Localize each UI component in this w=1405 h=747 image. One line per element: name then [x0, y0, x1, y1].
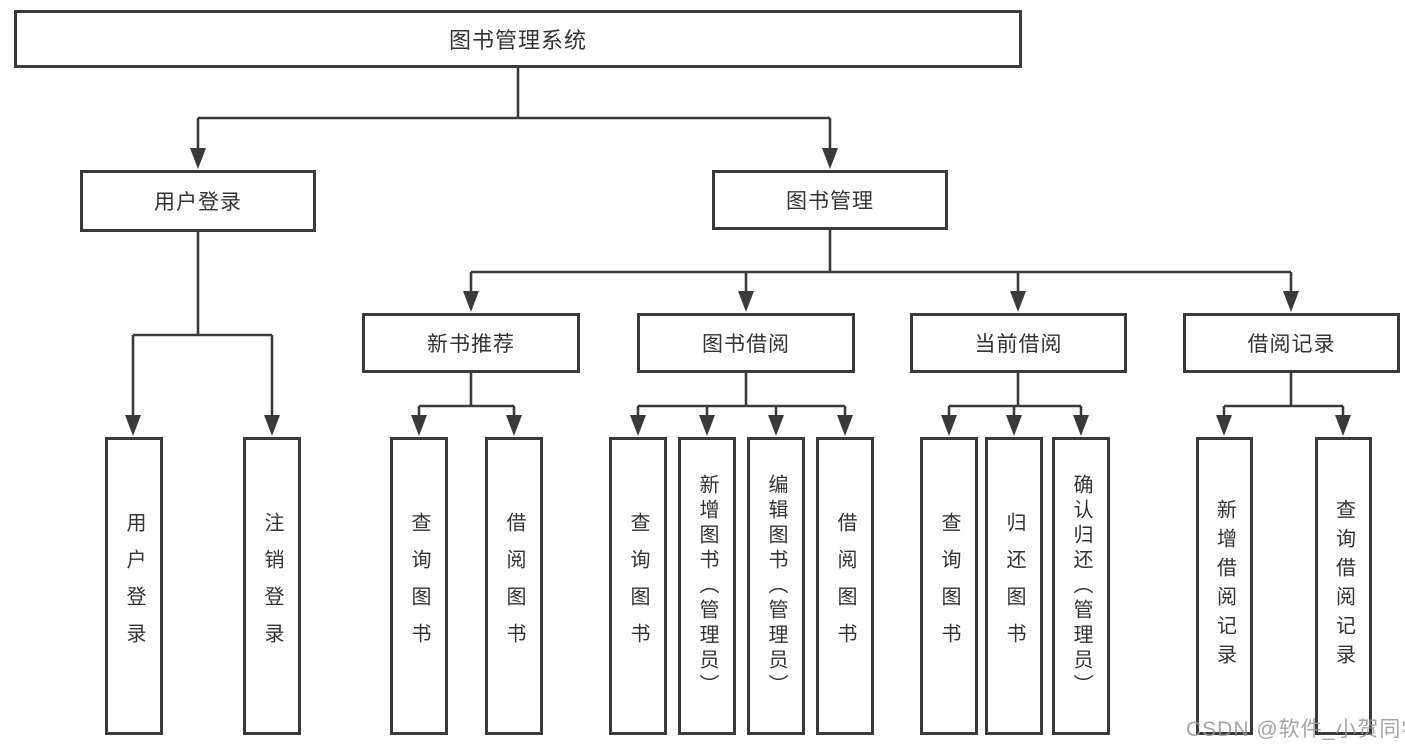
leaf-query-books-borrow-label: 查询图书	[627, 512, 649, 660]
leaf-borrow-books-recommend: 借阅图书	[485, 437, 543, 735]
node-library-system-label: 图书管理系统	[448, 28, 587, 53]
connector-book-borrow-split	[636, 373, 847, 416]
node-book-management-label: 图书管理	[786, 190, 874, 213]
leaf-borrow-books: 借阅图书	[816, 437, 874, 735]
watermark: CSDN @软件_小贺同学	[1186, 718, 1405, 741]
node-current-borrow: 当前借阅	[910, 313, 1127, 373]
leaf-query-books-borrow: 查询图书	[609, 437, 667, 735]
node-user-login: 用户登录	[80, 170, 316, 232]
leaf-query-books-current: 查询图书	[920, 437, 978, 735]
connector-current-borrow-split	[947, 373, 1083, 416]
leaf-add-borrow-record: 新增借阅记录	[1196, 437, 1253, 735]
node-current-borrow-label: 当前借阅	[974, 333, 1063, 356]
leaf-user-login-label: 用户登录	[123, 512, 145, 660]
node-new-book-recommend: 新书推荐	[362, 313, 580, 373]
leaf-query-books-recommend-label: 查询图书	[408, 512, 430, 660]
leaf-query-books-recommend: 查询图书	[390, 437, 448, 735]
connector-book-management-split	[469, 230, 1293, 292]
leaf-query-borrow-record: 查询借阅记录	[1315, 437, 1372, 735]
connector-borrow-records-split	[1222, 373, 1345, 416]
connector-new-book-split	[417, 373, 516, 416]
node-book-management: 图书管理	[712, 170, 948, 230]
leaf-query-books-current-label: 查询图书	[938, 512, 960, 660]
leaf-edit-books-admin: 编辑图书（管理员）	[747, 437, 805, 735]
node-new-book-recommend-label: 新书推荐	[427, 333, 515, 356]
connector-root-split	[196, 68, 832, 149]
leaf-return-books: 归还图书	[985, 437, 1043, 735]
leaf-add-books-admin: 新增图书（管理员）	[678, 437, 736, 735]
leaf-logout-label: 注销登录	[261, 512, 283, 660]
leaf-query-borrow-record-label: 查询借阅记录	[1332, 499, 1355, 673]
node-book-borrow-label: 图书借阅	[702, 333, 790, 356]
leaf-user-login: 用户登录	[105, 437, 163, 735]
node-borrow-records: 借阅记录	[1183, 313, 1400, 373]
leaf-confirm-return-admin-label: 确认归还（管理员）	[1070, 473, 1092, 699]
leaf-edit-books-admin-label: 编辑图书（管理员）	[765, 473, 787, 699]
leaf-logout: 注销登录	[243, 437, 301, 735]
leaf-add-borrow-record-label: 新增借阅记录	[1213, 499, 1236, 673]
node-borrow-records-label: 借阅记录	[1247, 333, 1336, 356]
leaf-borrow-books-recommend-label: 借阅图书	[503, 512, 525, 660]
leaf-return-books-label: 归还图书	[1003, 512, 1025, 660]
node-user-login-label: 用户登录	[154, 191, 242, 214]
connector-user-login-split	[131, 232, 274, 416]
leaf-add-books-admin-label: 新增图书（管理员）	[696, 473, 718, 699]
leaf-confirm-return-admin: 确认归还（管理员）	[1052, 437, 1110, 735]
leaf-borrow-books-label: 借阅图书	[834, 512, 856, 660]
node-book-borrow: 图书借阅	[637, 313, 855, 373]
node-library-system: 图书管理系统	[14, 10, 1022, 68]
